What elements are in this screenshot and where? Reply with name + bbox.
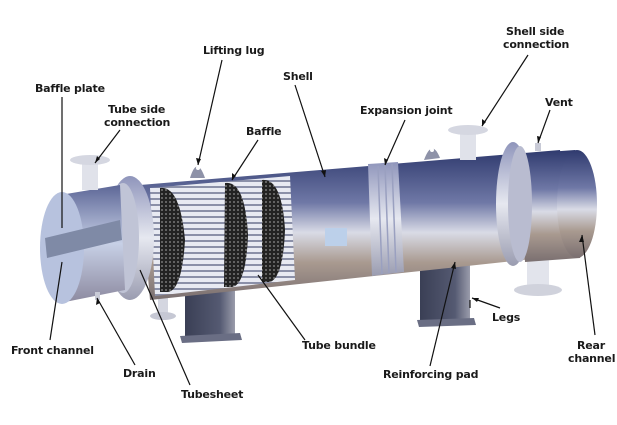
lifting-lug-left bbox=[190, 166, 205, 178]
label-tube-side-connection-line2: connection bbox=[104, 116, 171, 129]
label-lifting-lug: Lifting lug bbox=[203, 44, 265, 57]
label-baffle: Baffle bbox=[246, 125, 282, 138]
label-reinforcing-pad: Reinforcing pad bbox=[383, 368, 479, 381]
expansion-joint bbox=[368, 162, 404, 276]
label-rear-channel-line2: channel bbox=[568, 352, 616, 365]
label-rear-channel-line1: Rear bbox=[577, 339, 605, 352]
label-shell: Shell bbox=[283, 70, 313, 83]
rear-flange bbox=[496, 142, 532, 266]
leader-lines bbox=[49, 54, 596, 386]
label-expansion-joint: Expansion joint bbox=[360, 104, 453, 117]
label-front-channel: Front channel bbox=[11, 344, 94, 357]
label-shell-side-connection-line2: connection bbox=[503, 38, 570, 51]
baffle-1 bbox=[160, 187, 185, 292]
label-drain: Drain bbox=[123, 367, 156, 380]
drain-nozzle bbox=[95, 292, 100, 300]
baffle-2 bbox=[224, 182, 248, 287]
label-tube-bundle: Tube bundle bbox=[302, 339, 376, 352]
reinforcing-pad-plate bbox=[325, 228, 347, 246]
tube-bundle bbox=[150, 176, 295, 296]
label-shell-side-connection-line1: Shell side bbox=[506, 25, 565, 38]
front-channel bbox=[40, 185, 125, 304]
vent-nozzle bbox=[535, 143, 541, 151]
label-vent: Vent bbox=[545, 96, 573, 109]
baffle-3 bbox=[262, 179, 285, 282]
label-tube-side-connection-line1: Tube side bbox=[108, 103, 166, 116]
shell-side-nozzle bbox=[448, 125, 488, 160]
label-baffle-plate: Baffle plate bbox=[35, 82, 105, 95]
lifting-lug-right bbox=[424, 148, 440, 160]
tube-side-nozzle bbox=[70, 155, 110, 190]
arrow-heads bbox=[95, 119, 584, 305]
label-tubesheet: Tubesheet bbox=[181, 388, 244, 401]
label-legs: Legs bbox=[492, 311, 521, 324]
